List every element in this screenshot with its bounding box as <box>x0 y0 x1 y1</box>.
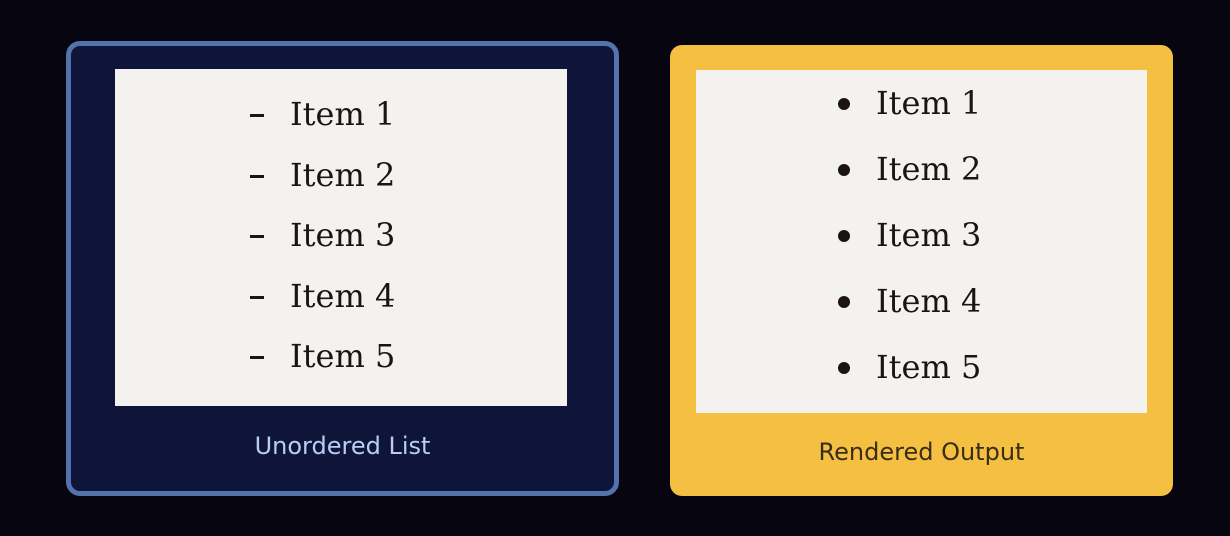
dash-marker-icon <box>250 235 264 238</box>
list-item: Item 3 <box>250 214 395 275</box>
bullet-list: Item 1 Item 2 Item 3 Item 4 Item 5 <box>838 82 981 412</box>
rendered-output-card: Item 1 Item 2 Item 3 Item 4 Item 5 Rende… <box>670 45 1173 496</box>
list-item-label: Item 1 <box>290 95 396 133</box>
list-item: Item 4 <box>250 275 395 336</box>
list-item-label: Item 3 <box>290 216 396 254</box>
dash-marker-icon <box>250 114 264 117</box>
list-panel: Item 1 Item 2 Item 3 Item 4 Item 5 <box>115 69 567 406</box>
list-item: Item 3 <box>838 214 981 280</box>
bullet-marker-icon <box>838 164 850 176</box>
list-item: Item 4 <box>838 280 981 346</box>
output-panel: Item 1 Item 2 Item 3 Item 4 Item 5 <box>696 70 1147 413</box>
list-item-label: Item 1 <box>876 84 982 122</box>
dash-marker-icon <box>250 174 264 178</box>
bullet-marker-icon <box>838 362 850 374</box>
card-caption: Rendered Output <box>818 438 1025 466</box>
list-item-label: Item 2 <box>876 150 982 188</box>
list-item-label: Item 5 <box>876 348 982 386</box>
bullet-marker-icon <box>838 98 850 110</box>
bullet-marker-icon <box>838 230 850 242</box>
unordered-list-card: Item 1 Item 2 Item 3 Item 4 Item 5 Unord… <box>66 41 619 496</box>
dash-marker-icon <box>250 295 264 299</box>
list-item: Item 5 <box>838 346 981 412</box>
list-item: Item 2 <box>838 148 981 214</box>
list-item-label: Item 4 <box>290 276 396 315</box>
list-item: Item 2 <box>250 154 395 215</box>
list-item-label: Item 5 <box>290 337 396 375</box>
list-item-label: Item 4 <box>876 282 982 320</box>
list-item: Item 1 <box>838 82 981 148</box>
bullet-marker-icon <box>838 296 850 308</box>
list-item-label: Item 3 <box>876 216 982 254</box>
list-item-label: Item 2 <box>290 155 396 194</box>
list-item: Item 5 <box>250 335 395 396</box>
list-item: Item 1 <box>250 93 395 154</box>
dash-list: Item 1 Item 2 Item 3 Item 4 Item 5 <box>250 93 395 396</box>
dash-marker-icon <box>250 356 264 359</box>
card-caption: Unordered List <box>254 432 431 460</box>
